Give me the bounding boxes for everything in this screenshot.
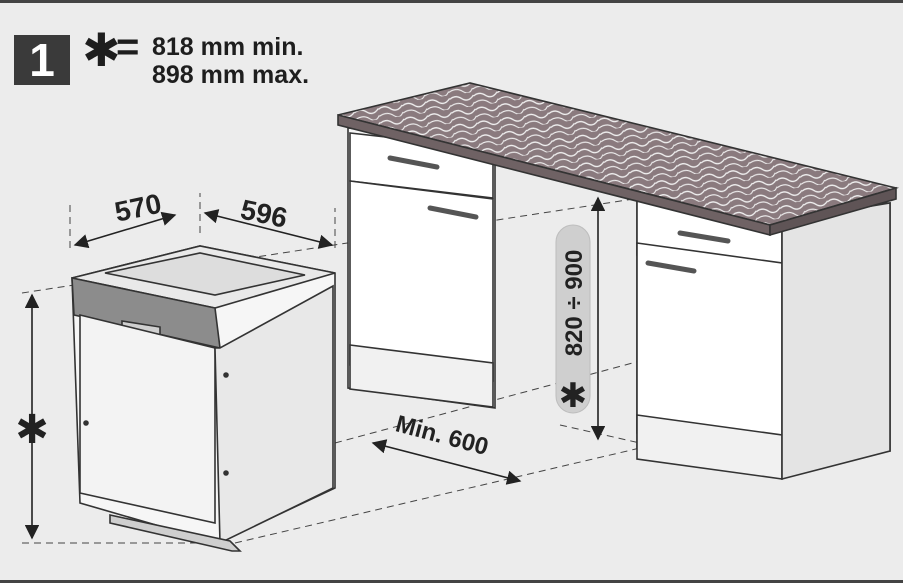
min-gap-label: Min. 600 [393,410,491,461]
height-range-label: 820 ÷ 900 [561,250,588,357]
right-cabinet [636,197,891,481]
legend-equals: = [116,25,140,69]
door-handle-icon [645,260,697,274]
dishwasher-feet [109,514,242,552]
dishwasher [71,245,336,552]
left-plinth [349,344,494,408]
gap-arrow [371,439,522,485]
drawer-handle-icon [677,230,731,244]
countertop [337,82,900,237]
diagram-canvas: 570 596 Min. 600 820 ÷ 900 ✱ ✱ [15,82,900,552]
legend-asterisk-icon: ✱ [82,23,121,77]
left-cabinet [347,127,496,409]
legend-min-text: 818 mm min. [152,33,304,61]
height-range-pill [555,224,591,414]
width-arrow [203,209,334,249]
drawer-handle-icon [387,155,440,170]
depth-label: 570 [112,188,164,228]
right-cabinet-side [781,202,891,481]
dishwasher-side [79,313,216,524]
door-handle-icon [427,205,479,220]
legend-max-text: 898 mm max. [152,61,310,89]
height-asterisk-icon: ✱ [15,407,49,453]
width-label: 596 [238,194,290,234]
depth-arrow [73,211,177,249]
height-range-asterisk-icon: ✱ [559,376,588,416]
step-badge: 1 [14,34,70,86]
dimension-arrows [24,196,606,540]
